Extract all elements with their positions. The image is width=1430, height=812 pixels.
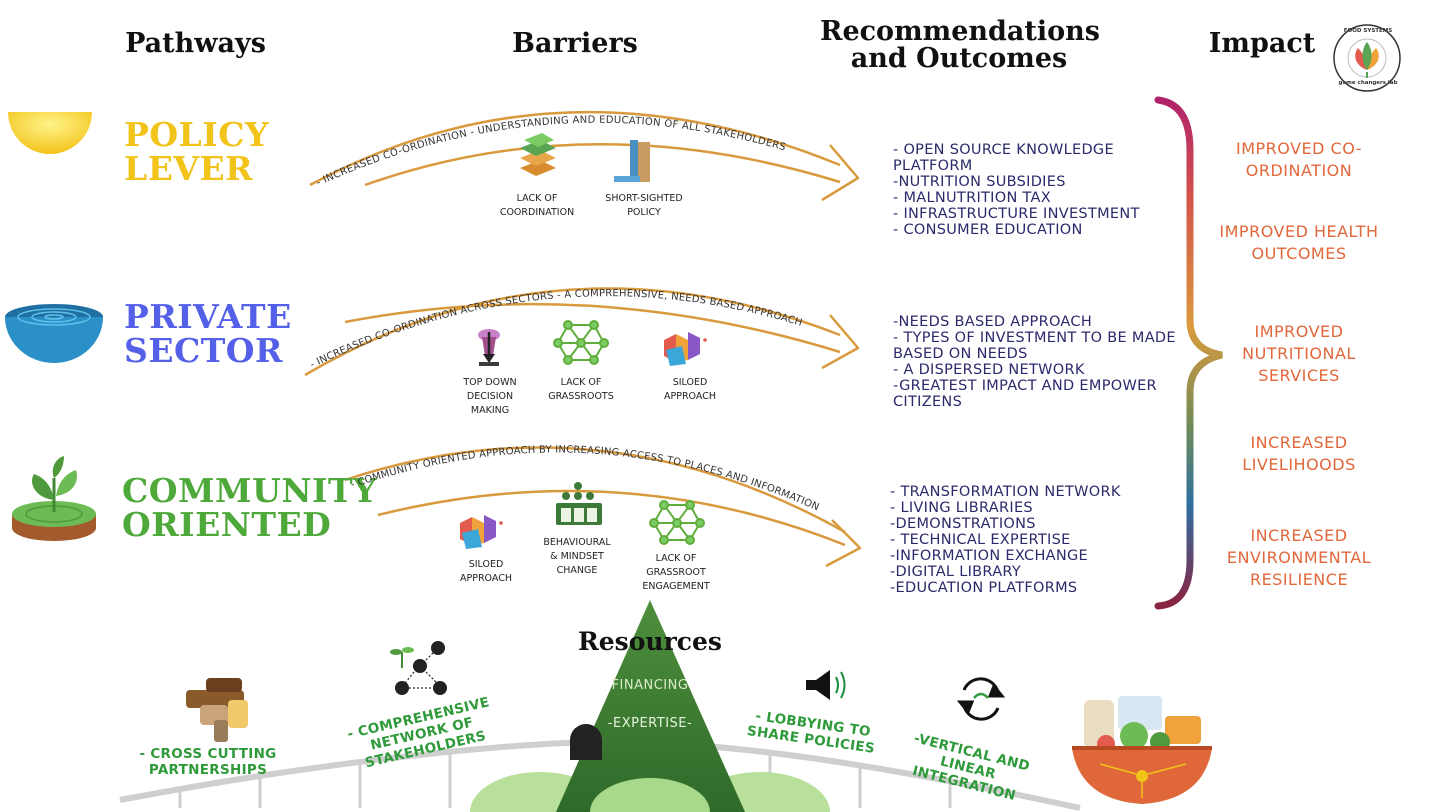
logo-top-text: FOOD SYSTEMS: [1343, 28, 1393, 34]
siloed-icon-community: [460, 515, 503, 549]
barrier-lack-of-coordination: LACK OF COORDINATION: [499, 193, 575, 218]
barrier-lack-of-grassroot-engagement: LACK OF GRASSROOT ENGAGEMENT: [642, 553, 710, 592]
barrier-behavioural: BEHAVIOURAL & MINDSET CHANGE: [543, 537, 611, 576]
pathway-community-oriented: COMMUNITY ORIENTED: [122, 474, 377, 542]
logo-bottom-text: game changers lab: [1338, 80, 1398, 86]
integration-cycle-icon: [956, 677, 1006, 721]
people-icon: [556, 482, 602, 525]
pathway-policy-line2: LEVER: [124, 149, 254, 188]
resource-pyramid: [556, 600, 745, 812]
pathway-private-line2: SECTOR: [124, 331, 283, 370]
impact-health: IMPROVED HEALTH OUTCOMES: [1219, 222, 1379, 263]
siloed-icon-private: [664, 332, 707, 366]
resources-title: Resources: [578, 627, 722, 656]
stakeholder-network-icon: [390, 641, 447, 695]
resource-financing: FINANCING: [611, 678, 689, 693]
tunnel-icon: [570, 724, 602, 760]
header-pathways: Pathways: [125, 28, 266, 59]
pathway-community-line1: COMMUNITY: [122, 471, 378, 510]
header-impact: Impact: [1208, 28, 1316, 59]
seedling-icon: [12, 456, 96, 541]
impact-environmental-resilience: INCREASED ENVIRONMENTAL RESILIENCE: [1226, 526, 1372, 589]
recommendations-community: - TRANSFORMATION NETWORK - LIVING LIBRAR…: [890, 484, 1121, 596]
resource-hill-center: [590, 778, 710, 812]
pathway-private-line1: PRIVATE: [124, 297, 292, 336]
short-sighted-icon: [614, 140, 650, 182]
bowl-icon: [5, 304, 103, 363]
header-recommendations-line2: and Outcomes: [850, 43, 1068, 74]
recommendations-policy: - OPEN SOURCE KNOWLEDGE PLATFORM -NUTRIT…: [893, 142, 1140, 238]
food-basket-icon: [1072, 696, 1212, 804]
network-icon-community: [649, 500, 705, 545]
header-recommendations: Recommendations and Outcomes: [820, 16, 1100, 74]
impact-livelihoods: INCREASED LIVELIHOODS: [1242, 433, 1356, 474]
barrier-short-sighted-policy: SHORT-SIGHTED POLICY: [605, 193, 683, 218]
megaphone-icon: [806, 670, 846, 700]
network-icon-private: [553, 320, 609, 365]
impact-bracket: [1154, 96, 1223, 610]
top-down-icon: [478, 329, 500, 366]
barrier-siloed-community: SILOED APPROACH: [460, 559, 512, 584]
resource-cross-cutting: - CROSS CUTTING PARTNERSHIPS: [139, 746, 277, 778]
food-systems-logo: [1333, 24, 1401, 92]
stacked-layers-icon: [520, 133, 556, 176]
pathway-private-sector: PRIVATE SECTOR: [124, 300, 292, 368]
impact-coordination: IMPROVED CO- ORDINATION: [1235, 139, 1363, 180]
arrow-policy: [309, 110, 860, 202]
pathway-policy-line1: POLICY: [124, 115, 270, 154]
recommendations-private: -NEEDS BASED APPROACH - TYPES OF INVESTM…: [893, 314, 1176, 410]
resource-expertise: -EXPERTISE-: [607, 716, 693, 731]
arrow-private: [304, 287, 860, 377]
sun-icon: [8, 112, 92, 154]
barrier-top-down: TOP DOWN DECISION MAKING: [463, 377, 517, 416]
pathway-policy-lever: POLICY LEVER: [124, 118, 269, 186]
barrier-siloed-private: SILOED APPROACH: [664, 377, 716, 402]
barrier-lack-of-grassroots: LACK OF GRASSROOTS: [548, 377, 614, 402]
header-recommendations-line1: Recommendations: [820, 16, 1100, 47]
handshake-icon: [186, 678, 248, 742]
pathway-community-line2: ORIENTED: [122, 505, 332, 544]
impact-nutritional-services: IMPROVED NUTRITIONAL SERVICES: [1242, 322, 1356, 385]
header-barriers: Barriers: [512, 28, 638, 59]
arrow-community: [344, 446, 862, 568]
